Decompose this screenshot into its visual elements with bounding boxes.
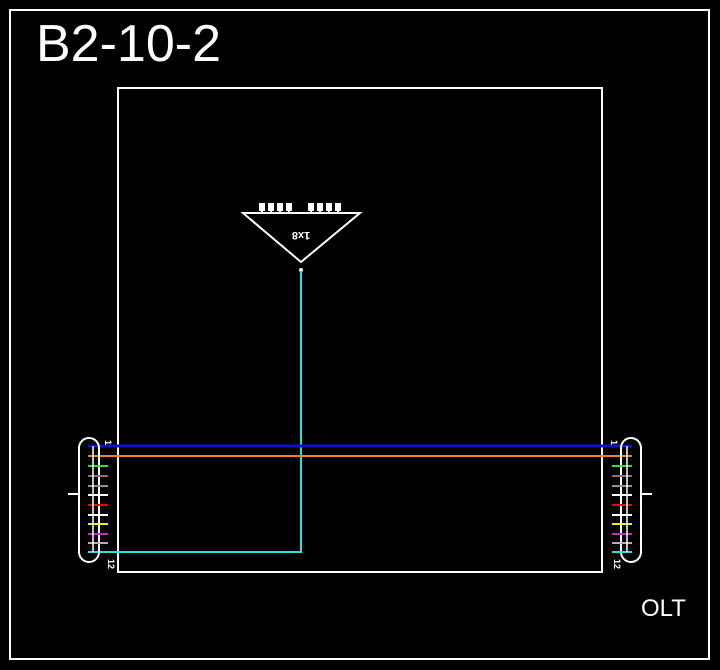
left-port-first-label: 1 — [103, 440, 113, 445]
splitter-feed-fiber[interactable] — [88, 271, 302, 553]
right-port-first-label: 1 — [609, 440, 619, 445]
left-port-last-label: 12 — [106, 559, 116, 569]
enclosure-box — [117, 87, 603, 573]
left-connector[interactable]: 1 12 — [68, 437, 116, 569]
splitter-1x8[interactable]: 1x8 — [240, 203, 363, 272]
right-port-last-label: 12 — [612, 559, 622, 569]
right-connector[interactable]: 1 12 — [609, 437, 652, 569]
diagram-title: B2-10-2 — [36, 15, 221, 73]
splitter-label: 1x8 — [292, 229, 310, 241]
olt-label: OLT — [641, 595, 686, 622]
outer-frame — [9, 9, 710, 660]
